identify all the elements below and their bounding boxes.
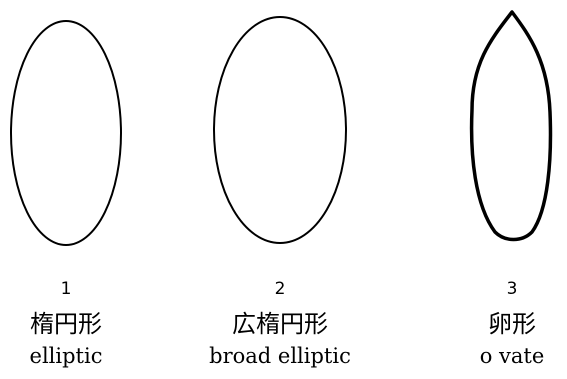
broad-elliptic-leaf-outline <box>213 16 347 244</box>
shape-english-name-1: elliptic <box>29 344 103 368</box>
shape-number-3: 3 <box>506 279 518 299</box>
shape-japanese-name-3: 卵形 <box>488 310 536 338</box>
shape-english-name-3: o vate <box>479 344 545 368</box>
shape-japanese-name-2: 広楕円形 <box>232 310 328 338</box>
shape-english-name-2: broad elliptic <box>209 344 351 368</box>
shape-number-1: 1 <box>60 279 72 299</box>
shape-japanese-name-1: 楕円形 <box>30 310 102 338</box>
ovate-leaf-outline <box>469 10 553 242</box>
elliptic-leaf-outline <box>10 20 122 246</box>
shape-number-2: 2 <box>274 279 286 299</box>
